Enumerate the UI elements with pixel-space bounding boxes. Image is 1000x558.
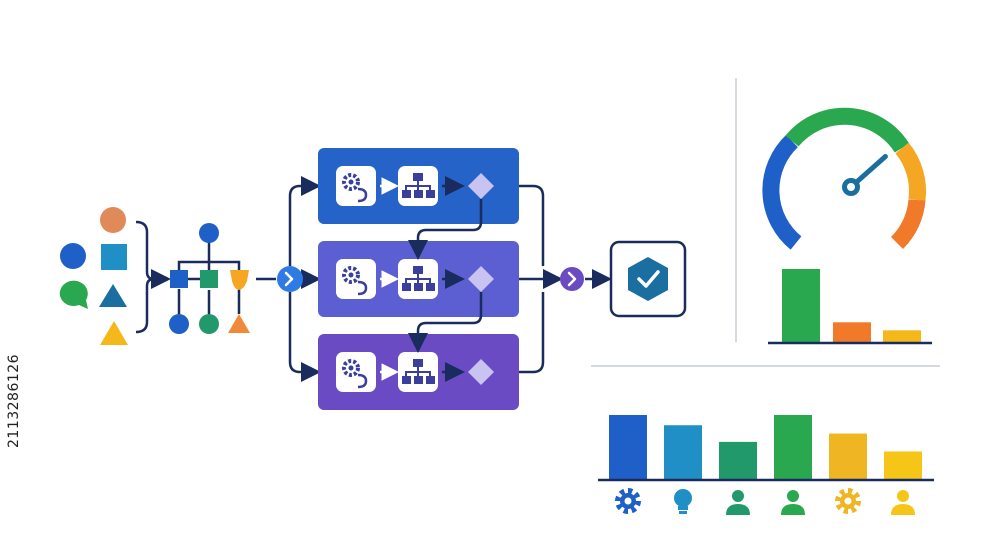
bottom-icon-row bbox=[615, 488, 915, 515]
merge-node[interactable] bbox=[560, 267, 584, 291]
input-circle-blue bbox=[60, 243, 86, 269]
settings-icon bbox=[336, 352, 376, 392]
input-speech-bubble-green bbox=[59, 280, 88, 309]
row-connectors bbox=[408, 199, 483, 353]
tree-node-shield-orange bbox=[230, 270, 249, 290]
bottom-bar bbox=[829, 433, 867, 479]
process-rows bbox=[318, 148, 519, 410]
hierarchy-icon bbox=[398, 166, 438, 206]
bottom-bar-chart bbox=[609, 415, 922, 479]
merge-branches bbox=[519, 184, 563, 374]
small-bar bbox=[883, 330, 921, 342]
hierarchy-icon bbox=[398, 352, 438, 392]
input-triangle-teal bbox=[99, 284, 127, 307]
hierarchy-icon bbox=[398, 259, 438, 299]
gauge-segment-orange bbox=[895, 142, 927, 202]
bottom-bar bbox=[719, 441, 757, 479]
stock-id-watermark: 2113286126 bbox=[6, 353, 22, 448]
gauge-segment-red-orange bbox=[890, 198, 926, 250]
bottom-bar bbox=[884, 451, 922, 479]
performance-gauge bbox=[762, 107, 927, 250]
decision-diamond bbox=[468, 266, 494, 292]
tree-node-square-blue bbox=[170, 270, 188, 288]
gauge-segment-blue bbox=[762, 134, 802, 250]
process-row-3[interactable] bbox=[318, 334, 519, 410]
dispatch-node[interactable] bbox=[277, 266, 303, 292]
dispatch-branches bbox=[288, 176, 321, 382]
tree-leaf-triangle-orange bbox=[228, 314, 250, 333]
gear-icon bbox=[615, 488, 641, 514]
settings-icon bbox=[336, 166, 376, 206]
tree-root-node bbox=[199, 223, 219, 243]
input-triangle-yellow bbox=[100, 321, 128, 345]
small-bar bbox=[782, 269, 820, 342]
decision-diamond bbox=[468, 173, 494, 199]
hierarchy-tree bbox=[169, 223, 250, 334]
chevron-right-icon bbox=[284, 271, 294, 287]
user-icon bbox=[781, 490, 805, 515]
input-bracket bbox=[135, 220, 171, 334]
small-bar-chart bbox=[782, 269, 921, 342]
small-bar bbox=[833, 322, 871, 342]
lightbulb-icon bbox=[674, 489, 692, 514]
bottom-bar bbox=[609, 415, 647, 479]
result-box[interactable] bbox=[609, 240, 687, 318]
bottom-bar bbox=[664, 425, 702, 479]
decision-diamond bbox=[468, 359, 494, 385]
input-square-teal bbox=[101, 244, 127, 270]
user-icon bbox=[726, 490, 750, 515]
settings-icon bbox=[336, 259, 376, 299]
process-row-2[interactable] bbox=[318, 241, 519, 317]
chevron-right-icon bbox=[567, 271, 577, 287]
tree-node-square-green bbox=[200, 270, 218, 288]
process-row-1[interactable] bbox=[318, 148, 519, 224]
tree-leaf-circle-blue bbox=[169, 314, 189, 334]
tree-leaf-circle-green bbox=[199, 314, 219, 334]
input-shapes bbox=[59, 207, 128, 345]
gauge-segment-green bbox=[785, 107, 910, 153]
shield-check-icon bbox=[628, 257, 668, 301]
gauge-needle bbox=[842, 153, 888, 196]
bottom-bar bbox=[774, 415, 812, 479]
input-circle-salmon bbox=[100, 207, 126, 233]
gear-icon bbox=[835, 488, 861, 514]
user-icon bbox=[891, 490, 915, 515]
